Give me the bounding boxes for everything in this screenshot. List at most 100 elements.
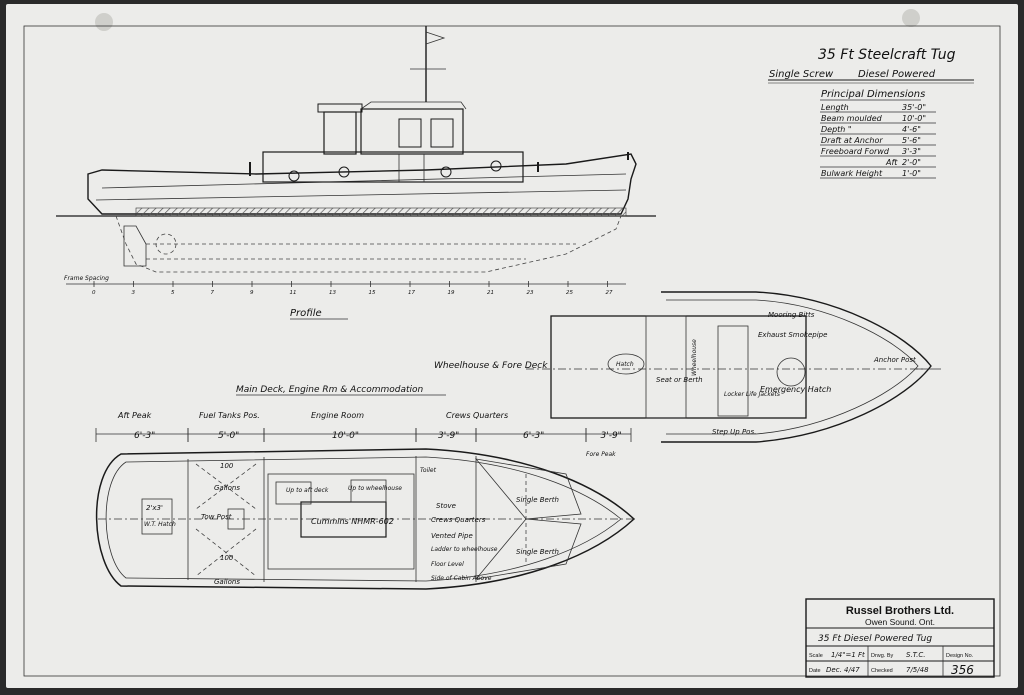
wheelhouse-plan: Wheelhouse & Fore Deck Mooring Bitts Exh… <box>434 291 941 443</box>
step-up-label: Step Up Pos. <box>712 428 756 436</box>
dimension-value: 4'-6" <box>902 125 921 134</box>
section-label: Crews Quarters <box>446 411 508 420</box>
dimension-label: Bulwark Height <box>821 169 883 178</box>
measure-label: 5'-0" <box>218 431 239 441</box>
wheelhouse-word: Wheelhouse <box>691 339 698 376</box>
frame-spacing-label: Frame Spacing <box>64 275 109 282</box>
dimension-label: Length <box>821 103 849 112</box>
measure-label: 6'-3" <box>134 431 155 441</box>
punch-hole-left <box>95 13 113 31</box>
title-block-drawing-title: 35 Ft Diesel Powered Tug <box>818 634 932 644</box>
frame-tick-label: 27 <box>606 290 613 296</box>
dimension-label: Aft <box>885 158 898 167</box>
tank-bottom-gallons: Gallons <box>214 578 240 586</box>
dimension-value: 1'-0" <box>902 169 921 178</box>
frame-tick-label: 0 <box>92 290 96 296</box>
frame-tick-label: 11 <box>290 290 297 296</box>
section-label: Aft Peak <box>117 411 152 420</box>
drawing-title: 35 Ft Steelcraft Tug <box>818 47 956 63</box>
side-of-cabin-label: Side of Cabin Above <box>431 575 492 582</box>
measure-label: 6'-3" <box>523 431 544 441</box>
dimension-value: 2'-0" <box>902 158 921 167</box>
toilet-label: Toilet <box>420 467 437 474</box>
tow-post-label: Tow Post <box>201 513 232 521</box>
checked-label: Checked <box>871 668 893 674</box>
up-aft-label: Up to aft deck <box>286 487 329 494</box>
date-value: Dec. 4/47 <box>826 666 860 674</box>
drawn-value: S.T.C. <box>906 651 925 659</box>
title-block: Russel Brothers Ltd. Owen Sound. Ont. 35… <box>805 598 995 678</box>
frame-tick-label: 3 <box>132 290 136 296</box>
measure-label: 10'-0" <box>332 431 359 441</box>
wheelhouse-label: Wheelhouse & Fore Deck <box>434 361 548 371</box>
profile-label: Profile <box>290 308 322 319</box>
dimensions-heading: Principal Dimensions <box>821 89 925 100</box>
dimension-value: 10'-0" <box>902 114 926 123</box>
frame-tick-label: 5 <box>171 290 175 296</box>
design-number: 356 <box>951 663 974 677</box>
seat-berth-label: Seat or Berth <box>656 376 703 384</box>
section-label: Engine Room <box>311 411 364 420</box>
drawing-title-group: 35 Ft Steelcraft Tug Single Screw Diesel… <box>768 47 974 84</box>
frame-tick-label: 17 <box>408 290 415 296</box>
tank-bottom-capacity: 100 <box>220 554 234 562</box>
hull-outline <box>87 153 637 215</box>
measure-label: 3'-9" <box>438 431 459 441</box>
measure-label: 3'-9" <box>601 431 622 441</box>
wt-hatch-label: W.T. Hatch <box>144 521 176 528</box>
frame-tick-label: 23 <box>527 290 534 296</box>
dimension-label: Beam moulded <box>821 114 883 123</box>
frame-tick-label: 19 <box>448 290 455 296</box>
company-city: Owen Sound. Ont. <box>865 617 935 627</box>
stove-label: Stove <box>436 502 456 510</box>
dimension-label: Depth " <box>821 125 852 134</box>
hatch-label: Hatch <box>616 361 634 368</box>
fore-peak-label: Fore Peak <box>586 451 616 458</box>
design-label: Design No. <box>946 653 974 659</box>
punch-hole-right <box>902 9 920 27</box>
subtitle-power: Diesel Powered <box>858 69 936 80</box>
dimension-value: 3'-3" <box>902 147 921 156</box>
floor-level-label: Floor Level <box>431 561 464 568</box>
hatch-size-label: 2'x3' <box>146 504 163 512</box>
company-name: Russel Brothers Ltd. <box>846 605 954 617</box>
sheet-border <box>23 25 1001 677</box>
single-berth-bottom: Single Berth <box>516 548 559 556</box>
engine-label: Cummins NHMR-602 <box>311 517 394 526</box>
scale-label: Scale <box>809 653 823 659</box>
emergency-hatch-label: Emergency Hatch <box>760 385 831 394</box>
profile-view: 0 3 5 7 9 11 13 15 17 19 21 23 25 27 Frame Spacing Pr… <box>56 26 656 320</box>
drawing-sheet: 35 Ft Steelcraft Tug Single Screw Diesel… <box>6 4 1018 688</box>
tank-top-capacity: 100 <box>220 462 234 470</box>
scale-value: 1/4"=1 Ft <box>831 651 865 659</box>
mooring-bitts-label: Mooring Bitts <box>768 311 815 319</box>
frame-tick-label: 25 <box>566 290 573 296</box>
single-berth-top: Single Berth <box>516 496 559 504</box>
main-deck-plan: Main Deck, Engine Rm & Accommodation Aft… <box>95 385 636 590</box>
dimension-value: 35'-0" <box>902 103 926 112</box>
dimension-value: 5'-6" <box>902 136 921 145</box>
drawing-canvas: 35 Ft Steelcraft Tug Single Screw Diesel… <box>23 9 1001 678</box>
principal-dimensions: Principal Dimensions Length 35'-0" Beam mo… <box>820 89 936 179</box>
frame-tick-label: 13 <box>329 290 336 296</box>
tank-top-gallons: Gallons <box>214 484 240 492</box>
frame-tick-label: 9 <box>250 290 254 296</box>
main-deck-label: Main Deck, Engine Rm & Accommodation <box>236 385 424 395</box>
frame-tick-label: 21 <box>487 290 494 296</box>
anchor-post-label: Anchor Post <box>873 356 916 364</box>
vented-pipe-label: Vented Pipe <box>431 532 473 540</box>
checked-value: 7/5/48 <box>906 666 929 674</box>
main-deck-hull <box>95 448 636 590</box>
locker-label: Locker Life Jackets <box>724 391 780 398</box>
date-label: Date <box>809 668 821 674</box>
subtitle-screw: Single Screw <box>769 69 834 80</box>
drawn-label: Drwg. By <box>871 653 894 659</box>
ladder-label: Ladder to wheelhouse <box>431 546 498 553</box>
dimension-label: Draft at Anchor <box>821 136 883 145</box>
crews-quarters-label: Crews Quarters <box>431 516 486 524</box>
frame-tick-label: 15 <box>369 290 376 296</box>
dimension-label: Freeboard Forwd <box>821 147 890 156</box>
up-wheel-label: Up to wheelhouse <box>348 485 402 492</box>
frame-tick-label: 7 <box>211 290 215 296</box>
smokepipe-label: Exhaust Smokepipe <box>758 331 827 339</box>
